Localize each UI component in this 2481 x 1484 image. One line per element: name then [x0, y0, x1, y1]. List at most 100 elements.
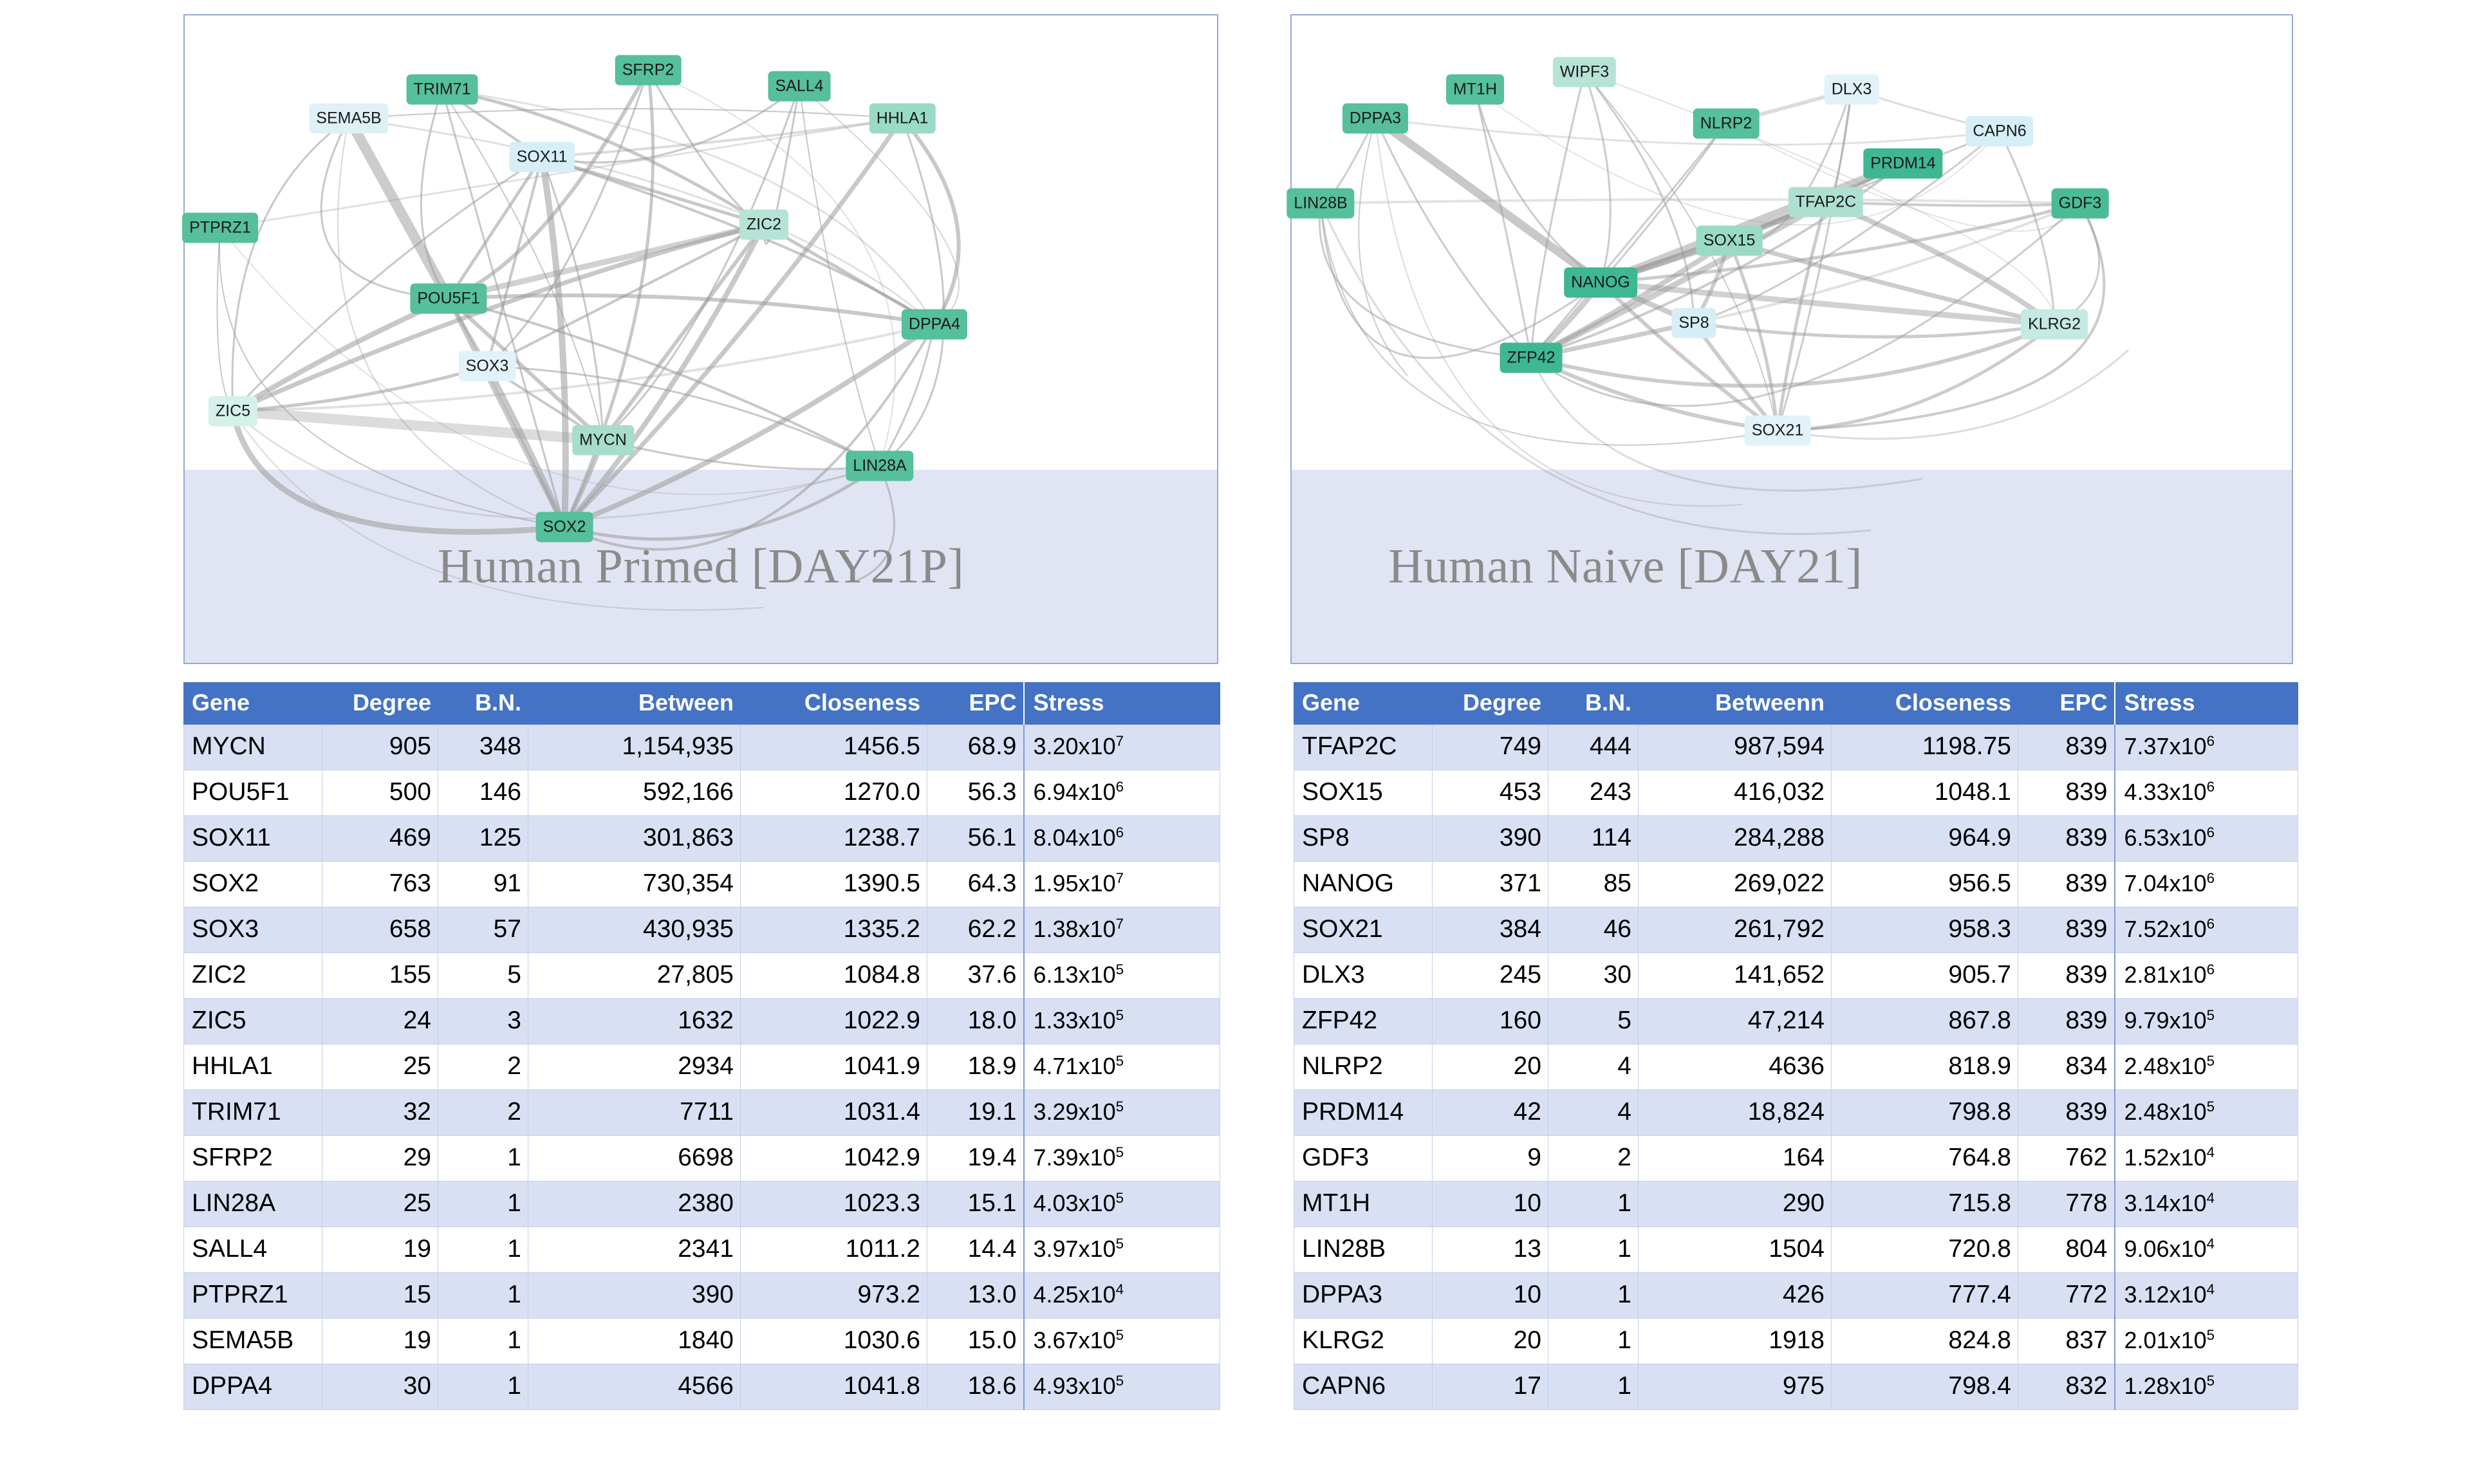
cell-bn: 1	[1548, 1318, 1639, 1364]
network-node-sfrp2[interactable]: SFRP2	[615, 55, 682, 86]
network-node-lin28a[interactable]: LIN28A	[846, 450, 914, 481]
network-node-dppa4[interactable]: DPPA4	[901, 309, 968, 340]
cell-bn: 1	[438, 1181, 528, 1227]
network-node-zic2[interactable]: ZIC2	[739, 209, 789, 240]
cell-bn: 30	[1548, 952, 1639, 999]
network-node-mycn[interactable]: MYCN	[572, 425, 634, 456]
cell-gene: ZIC5	[183, 998, 322, 1044]
cell-closeness: 956.5	[1831, 861, 2018, 907]
cell-closeness: 720.8	[1831, 1227, 2018, 1273]
network-node-sox11[interactable]: SOX11	[509, 142, 575, 172]
network-node-dlx3[interactable]: DLX3	[1824, 74, 1879, 105]
network-node-wipf3[interactable]: WIPF3	[1552, 57, 1617, 88]
cell-epc: 839	[2018, 998, 2115, 1044]
cell-gene: SOX3	[183, 907, 322, 953]
network-node-capn6[interactable]: CAPN6	[1965, 116, 2034, 147]
cell-epc: 839	[2018, 952, 2115, 999]
cell-betweenness: 1840	[528, 1318, 741, 1364]
cell-gene: DPPA4	[183, 1364, 322, 1410]
column-header-stress: Stress	[1023, 682, 1220, 725]
cell-gene: GDF3	[1294, 1135, 1433, 1182]
cell-epc: 839	[2018, 1090, 2115, 1136]
network-node-sall4[interactable]: SALL4	[768, 71, 831, 102]
network-node-sox21[interactable]: SOX21	[1744, 415, 1811, 446]
cell-epc: 15.1	[927, 1181, 1024, 1227]
network-node-zic5[interactable]: ZIC5	[208, 396, 258, 427]
cell-betweenness: 975	[1638, 1364, 1832, 1410]
network-node-sema5b[interactable]: SEMA5B	[309, 103, 389, 134]
cell-degree: 24	[322, 998, 438, 1044]
network-node-sp8[interactable]: SP8	[1671, 308, 1716, 339]
cell-closeness: 1390.5	[740, 861, 927, 907]
cell-epc: 804	[2018, 1227, 2115, 1273]
network-node-dppa3[interactable]: DPPA3	[1342, 103, 1409, 134]
cell-gene: KLRG2	[1294, 1318, 1433, 1364]
cell-closeness: 1048.1	[1831, 770, 2018, 816]
network-node-sox3[interactable]: SOX3	[458, 351, 516, 382]
network-node-nlrp2[interactable]: NLRP2	[1693, 108, 1760, 139]
cell-stress: 3.20x107	[1023, 724, 1220, 770]
column-header-epc: EPC	[2018, 682, 2115, 725]
column-header-b-n: B.N.	[1548, 682, 1639, 725]
cell-betweenness: 430,935	[528, 907, 741, 953]
cell-degree: 30	[322, 1364, 438, 1410]
cell-betweenness: 730,354	[528, 861, 741, 907]
network-node-gdf3[interactable]: GDF3	[2051, 188, 2109, 219]
cell-betweenness: 4566	[528, 1364, 741, 1410]
cell-betweenness: 301,863	[528, 815, 741, 862]
cell-betweenness: 269,022	[1638, 861, 1832, 907]
cell-stress: 1.52x104	[2114, 1135, 2298, 1182]
network-node-nanog[interactable]: NANOG	[1564, 267, 1637, 298]
cell-degree: 20	[1432, 1044, 1548, 1090]
network-node-zfp42[interactable]: ZFP42	[1500, 342, 1563, 373]
network-node-sox15[interactable]: SOX15	[1696, 225, 1763, 256]
network-node-sox2[interactable]: SOX2	[535, 512, 593, 543]
cell-closeness: 1084.8	[740, 952, 927, 999]
network-node-tfap2c[interactable]: TFAP2C	[1788, 187, 1864, 218]
cell-epc: 15.0	[927, 1318, 1024, 1364]
cell-degree: 17	[1432, 1364, 1548, 1410]
cell-closeness: 798.8	[1831, 1090, 2018, 1136]
network-node-ptprz1[interactable]: PTPRZ1	[182, 212, 258, 243]
network-node-trim71[interactable]: TRIM71	[406, 74, 478, 105]
cell-degree: 25	[322, 1044, 438, 1090]
network-node-hhla1[interactable]: HHLA1	[869, 103, 936, 134]
cell-betweenness: 47,214	[1638, 998, 1832, 1044]
cell-closeness: 1031.4	[740, 1090, 927, 1136]
network-node-prdm14[interactable]: PRDM14	[1863, 148, 1943, 179]
network-node-klrg2[interactable]: KLRG2	[2021, 309, 2088, 340]
cell-closeness: 1238.7	[740, 815, 927, 862]
cell-closeness: 777.4	[1831, 1272, 2018, 1319]
network-node-lin28b[interactable]: LIN28B	[1287, 188, 1355, 219]
cell-bn: 1	[1548, 1227, 1639, 1273]
cell-stress: 9.79x105	[2114, 998, 2298, 1044]
cell-gene: HHLA1	[183, 1044, 322, 1090]
network-node-pou5f1[interactable]: POU5F1	[410, 283, 487, 314]
cell-betweenness: 1,154,935	[528, 724, 741, 770]
network-node-mt1h[interactable]: MT1H	[1445, 74, 1505, 105]
cell-degree: 13	[1432, 1227, 1548, 1273]
column-header-closeness: Closeness	[740, 682, 927, 725]
cell-closeness: 1042.9	[740, 1135, 927, 1182]
cell-bn: 1	[1548, 1181, 1639, 1227]
cell-betweenness: 390	[528, 1272, 741, 1319]
cell-gene: SP8	[1294, 815, 1433, 862]
cell-bn: 4	[1548, 1044, 1639, 1090]
cell-bn: 85	[1548, 861, 1639, 907]
cell-bn: 57	[438, 907, 528, 953]
cell-betweenness: 27,805	[528, 952, 741, 999]
cell-degree: 390	[1432, 815, 1548, 862]
column-header-degree: Degree	[1432, 682, 1548, 725]
cell-degree: 19	[322, 1318, 438, 1364]
cell-degree: 9	[1432, 1135, 1548, 1182]
cell-gene: ZFP42	[1294, 998, 1433, 1044]
column-header-between: Between	[528, 682, 741, 725]
cell-gene: LIN28A	[183, 1181, 322, 1227]
